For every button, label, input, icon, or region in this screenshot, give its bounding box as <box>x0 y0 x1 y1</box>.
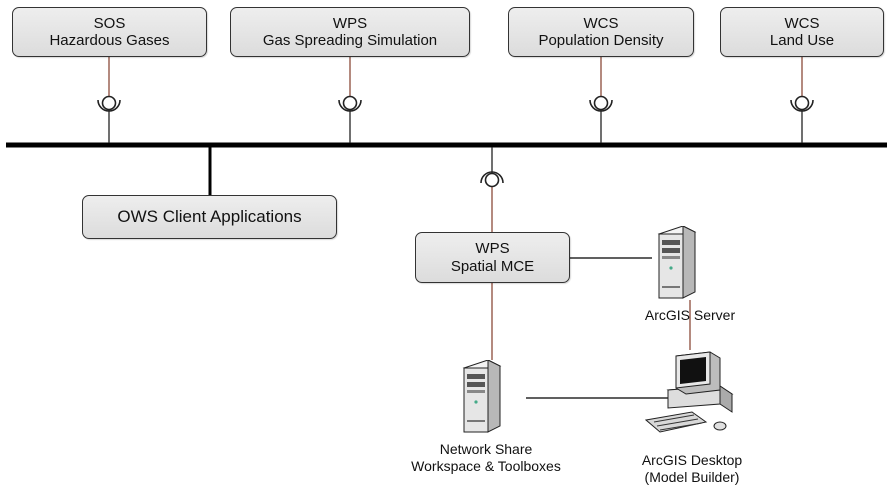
desktop-computer-icon <box>644 351 734 433</box>
service-type: SOS <box>93 14 126 32</box>
service-type: WCS <box>784 14 820 32</box>
arcgis-desktop-subtitle: (Model Builder) <box>644 468 740 485</box>
service-name: Land Use <box>769 32 835 49</box>
wcs-land-interface-icon <box>790 95 814 112</box>
service-box-sos: SOS Hazardous Gases <box>12 7 207 57</box>
service-type: WCS <box>583 14 619 32</box>
sos-interface-icon <box>97 95 121 112</box>
service-name: Hazardous Gases <box>49 32 170 49</box>
service-name: Gas Spreading Simulation <box>262 32 438 49</box>
wps-spatial-mce-box: WPS Spatial MCE <box>415 232 570 283</box>
server-tower-icon <box>657 226 697 299</box>
network-share-caption: Network Share Workspace & Toolboxes <box>396 441 576 475</box>
client-label: OWS Client Applications <box>117 207 302 227</box>
ows-client-box: OWS Client Applications <box>82 195 337 239</box>
arcgis-server-caption: ArcGIS Server <box>620 307 760 324</box>
wps-gas-interface-icon <box>338 95 362 112</box>
network-share-title: Network Share <box>439 441 533 457</box>
service-name: Population Density <box>538 32 664 49</box>
arcgis-desktop-caption: ArcGIS Desktop (Model Builder) <box>612 452 772 486</box>
service-box-wcs-population: WCS Population Density <box>508 7 694 57</box>
arcgis-server-label: ArcGIS Server <box>644 307 736 323</box>
wps-mce-interface-icon <box>480 171 504 188</box>
service-type: WPS <box>332 14 368 32</box>
network-share-subtitle: Workspace & Toolboxes <box>411 457 561 474</box>
service-box-wps-gas: WPS Gas Spreading Simulation <box>230 7 470 57</box>
service-box-wcs-land-use: WCS Land Use <box>720 7 884 57</box>
service-type: WPS <box>475 240 510 258</box>
arcgis-desktop-title: ArcGIS Desktop <box>641 452 743 468</box>
wcs-pop-interface-icon <box>589 95 613 112</box>
server-tower-icon <box>462 360 502 433</box>
service-name: Spatial MCE <box>450 257 535 275</box>
